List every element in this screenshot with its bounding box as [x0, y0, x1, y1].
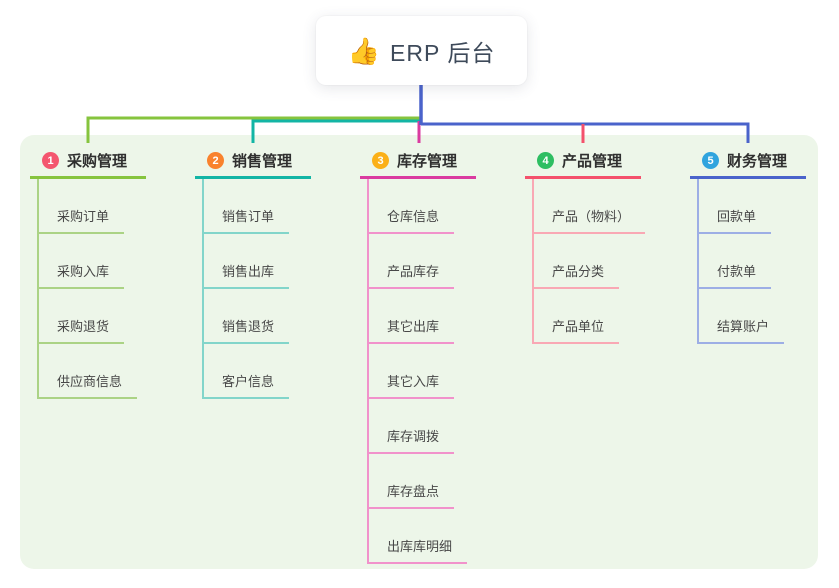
child-node[interactable]: 产品（物料） [534, 179, 646, 234]
child-node[interactable]: 销售退货 [204, 289, 290, 344]
branch-number-badge: 1 [42, 152, 59, 169]
branch-label: 产品管理 [562, 153, 623, 170]
branch-label: 采购管理 [67, 153, 128, 170]
branch-label: 销售管理 [232, 153, 293, 170]
child-node[interactable]: 其它出库 [369, 289, 455, 344]
child-node[interactable]: 其它入库 [369, 344, 455, 399]
child-node[interactable]: 产品分类 [534, 234, 620, 289]
branches-container: 1 采购管理 采购订单采购入库采购退货供应商信息 2 销售管理 销售订单销售出库… [20, 135, 818, 569]
branch-label: 财务管理 [727, 153, 788, 170]
child-node[interactable]: 回款单 [699, 179, 772, 234]
branch-title[interactable]: 3 库存管理 [360, 145, 476, 179]
child-node[interactable]: 销售出库 [204, 234, 290, 289]
child-node[interactable]: 结算账户 [699, 289, 785, 344]
thumbs-up-icon: 👍 [347, 35, 381, 66]
branch-2: 2 销售管理 销售订单销售出库销售退货客户信息 [195, 145, 355, 399]
root-node[interactable]: 👍 ERP 后台 [316, 16, 527, 85]
branch-children: 仓库信息产品库存其它出库其它入库库存调拨库存盘点出库库明细 [367, 179, 520, 564]
child-node[interactable]: 客户信息 [204, 344, 290, 399]
branch-children: 回款单付款单结算账户 [697, 179, 839, 344]
child-node[interactable]: 供应商信息 [39, 344, 138, 399]
child-node[interactable]: 出库库明细 [369, 509, 468, 564]
child-node[interactable]: 采购退货 [39, 289, 125, 344]
child-node[interactable]: 销售订单 [204, 179, 290, 234]
branch-5: 5 财务管理 回款单付款单结算账户 [690, 145, 839, 344]
branch-3: 3 库存管理 仓库信息产品库存其它出库其它入库库存调拨库存盘点出库库明细 [360, 145, 520, 564]
root-node-label: ERP 后台 [390, 39, 496, 66]
child-node[interactable]: 库存调拨 [369, 399, 455, 454]
branch-children: 销售订单销售出库销售退货客户信息 [202, 179, 355, 399]
branch-number-badge: 2 [207, 152, 224, 169]
branch-title[interactable]: 5 财务管理 [690, 145, 806, 179]
branch-title[interactable]: 1 采购管理 [30, 145, 146, 179]
child-node[interactable]: 仓库信息 [369, 179, 455, 234]
branch-title[interactable]: 4 产品管理 [525, 145, 641, 179]
child-node[interactable]: 产品库存 [369, 234, 455, 289]
branch-number-badge: 4 [537, 152, 554, 169]
branch-number-badge: 3 [372, 152, 389, 169]
branch-children: 产品（物料）产品分类产品单位 [532, 179, 685, 344]
branch-title[interactable]: 2 销售管理 [195, 145, 311, 179]
child-node[interactable]: 采购订单 [39, 179, 125, 234]
child-node[interactable]: 产品单位 [534, 289, 620, 344]
branch-number-badge: 5 [702, 152, 719, 169]
child-node[interactable]: 付款单 [699, 234, 772, 289]
branches-panel [20, 135, 818, 569]
child-node[interactable]: 采购入库 [39, 234, 125, 289]
branch-label: 库存管理 [397, 153, 458, 170]
branch-children: 采购订单采购入库采购退货供应商信息 [37, 179, 190, 399]
branch-1: 1 采购管理 采购订单采购入库采购退货供应商信息 [30, 145, 190, 399]
branch-4: 4 产品管理 产品（物料）产品分类产品单位 [525, 145, 685, 344]
child-node[interactable]: 库存盘点 [369, 454, 455, 509]
